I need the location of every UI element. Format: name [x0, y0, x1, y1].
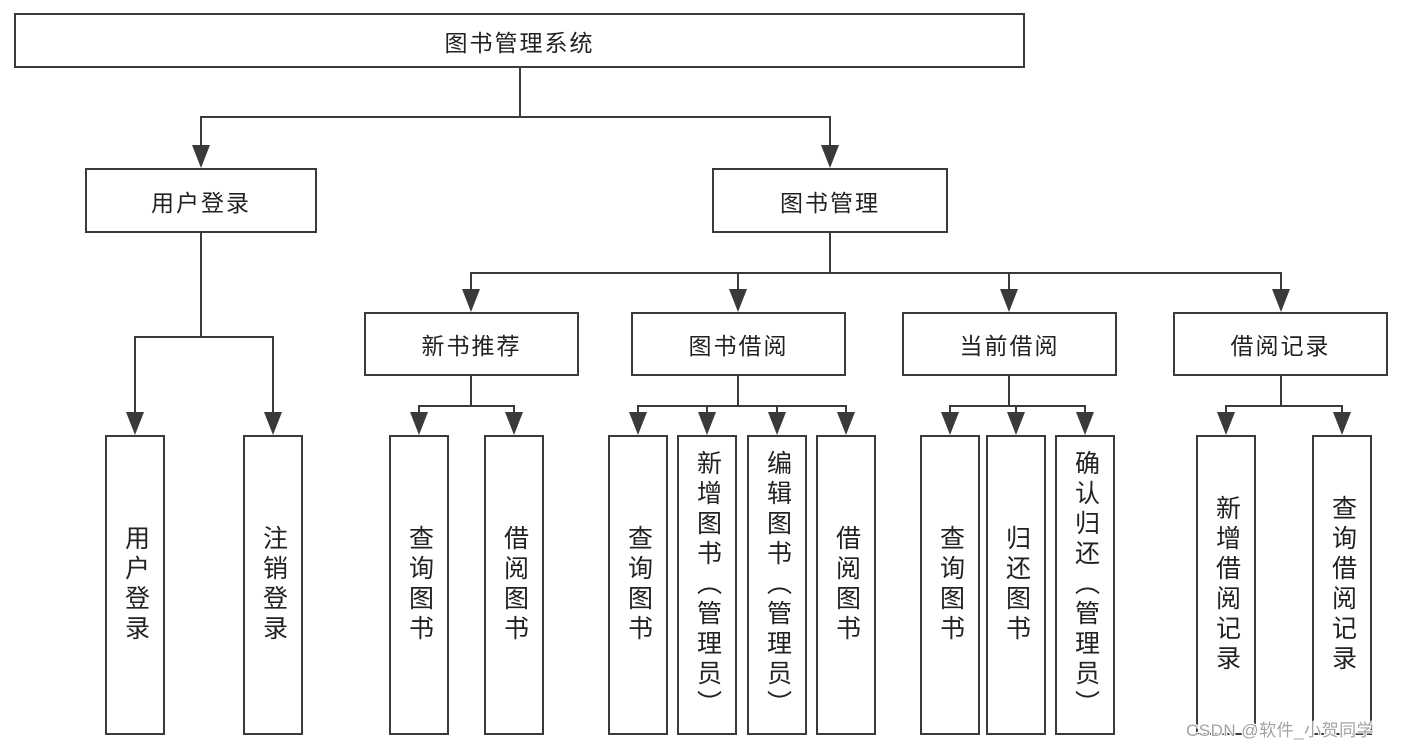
- connector-line: [470, 272, 1282, 274]
- arrowhead-down-icon: [192, 145, 210, 168]
- connector-line: [1008, 273, 1010, 290]
- arrowhead-down-icon: [1333, 412, 1351, 435]
- node-book-borrowing-label: 图书借阅: [688, 333, 789, 359]
- leaf-newbook-query-books-label: 查询图书: [405, 525, 434, 645]
- connector-line: [200, 116, 831, 118]
- connector-line: [737, 376, 739, 406]
- arrowhead-down-icon: [837, 412, 855, 435]
- leaf-current-return-books: 归还图书: [986, 435, 1046, 735]
- leaf-records-query-record: 查询借阅记录: [1312, 435, 1372, 735]
- connector-line: [776, 406, 778, 413]
- leaf-borrowing-edit-books-admin: 编辑图书（管理员）: [747, 435, 807, 735]
- leaf-borrowing-edit-books-admin-label: 编辑图书（管理员）: [763, 450, 792, 720]
- connector-line: [829, 233, 831, 273]
- arrowhead-down-icon: [505, 412, 523, 435]
- connector-line: [418, 406, 420, 413]
- node-book-management-label: 图书管理: [780, 189, 880, 216]
- arrowhead-down-icon: [1007, 412, 1025, 435]
- arrowhead-down-icon: [768, 412, 786, 435]
- connector-line: [134, 337, 136, 412]
- node-borrowing-records: 借阅记录: [1173, 312, 1388, 376]
- arrowhead-down-icon: [264, 412, 282, 435]
- connector-line: [134, 336, 274, 338]
- arrowhead-down-icon: [462, 289, 480, 312]
- leaf-current-query-books: 查询图书: [920, 435, 980, 735]
- leaf-borrowing-add-books-admin-label: 新增图书（管理员）: [693, 450, 722, 720]
- csdn-watermark: CSDN @软件_小贺同学: [1186, 721, 1375, 740]
- connector-line: [637, 405, 847, 407]
- leaf-borrowing-query-books-label: 查询图书: [624, 525, 653, 645]
- leaf-borrowing-borrow-books-label: 借阅图书: [832, 525, 861, 645]
- leaf-current-query-books-label: 查询图书: [936, 525, 965, 645]
- arrowhead-down-icon: [1272, 289, 1290, 312]
- connector-line: [737, 273, 739, 290]
- leaf-borrowing-add-books-admin: 新增图书（管理员）: [677, 435, 737, 735]
- connector-line: [949, 406, 951, 413]
- connector-line: [272, 337, 274, 412]
- leaf-records-query-record-label: 查询借阅记录: [1328, 495, 1357, 675]
- connector-line: [1015, 406, 1017, 413]
- node-current-borrowing: 当前借阅: [902, 312, 1117, 376]
- connector-line: [470, 376, 472, 406]
- arrowhead-down-icon: [729, 289, 747, 312]
- node-user-login-label: 用户登录: [151, 189, 251, 216]
- arrowhead-down-icon: [410, 412, 428, 435]
- node-user-login: 用户登录: [85, 168, 317, 233]
- arrowhead-down-icon: [629, 412, 647, 435]
- connector-line: [706, 406, 708, 413]
- node-root-label: 图书管理系统: [444, 29, 595, 56]
- leaf-borrowing-borrow-books: 借阅图书: [816, 435, 876, 735]
- connector-line: [1225, 406, 1227, 413]
- leaf-current-confirm-return-admin-label: 确认归还（管理员）: [1071, 450, 1100, 720]
- connector-line: [1280, 273, 1282, 290]
- arrowhead-down-icon: [1000, 289, 1018, 312]
- leaf-newbook-borrow-books-label: 借阅图书: [500, 525, 529, 645]
- arrowhead-down-icon: [1217, 412, 1235, 435]
- connector-line: [1341, 406, 1343, 413]
- connector-line: [418, 405, 515, 407]
- connector-line: [637, 406, 639, 413]
- leaf-logout: 注销登录: [243, 435, 303, 735]
- leaf-records-add-record-label: 新增借阅记录: [1212, 495, 1241, 675]
- leaf-current-confirm-return-admin: 确认归还（管理员）: [1055, 435, 1115, 735]
- connector-line: [200, 233, 202, 337]
- arrowhead-down-icon: [698, 412, 716, 435]
- connector-line: [1280, 376, 1282, 406]
- arrowhead-down-icon: [1076, 412, 1094, 435]
- leaf-newbook-query-books: 查询图书: [389, 435, 449, 735]
- node-book-management: 图书管理: [712, 168, 948, 233]
- node-current-borrowing-label: 当前借阅: [959, 333, 1060, 359]
- connector-line: [519, 67, 521, 117]
- connector-line: [845, 406, 847, 413]
- connector-line: [200, 117, 202, 146]
- connector-line: [470, 273, 472, 290]
- leaf-current-return-books-label: 归还图书: [1002, 525, 1031, 645]
- node-new-book-recommend-label: 新书推荐: [421, 333, 522, 359]
- connector-line: [513, 406, 515, 413]
- node-borrowing-records-label: 借阅记录: [1230, 333, 1331, 359]
- node-root: 图书管理系统: [14, 13, 1025, 68]
- leaf-borrowing-query-books: 查询图书: [608, 435, 668, 735]
- arrowhead-down-icon: [126, 412, 144, 435]
- arrowhead-down-icon: [821, 145, 839, 168]
- leaf-user-login-label: 用户登录: [121, 525, 150, 645]
- leaf-user-login: 用户登录: [105, 435, 165, 735]
- leaf-records-add-record: 新增借阅记录: [1196, 435, 1256, 735]
- arrowhead-down-icon: [941, 412, 959, 435]
- connector-line: [949, 405, 1086, 407]
- leaf-logout-label: 注销登录: [259, 525, 288, 645]
- node-new-book-recommend: 新书推荐: [364, 312, 579, 376]
- leaf-newbook-borrow-books: 借阅图书: [484, 435, 544, 735]
- node-book-borrowing: 图书借阅: [631, 312, 846, 376]
- connector-line: [1008, 376, 1010, 406]
- connector-line: [1225, 405, 1343, 407]
- connector-line: [1084, 406, 1086, 413]
- connector-line: [829, 117, 831, 146]
